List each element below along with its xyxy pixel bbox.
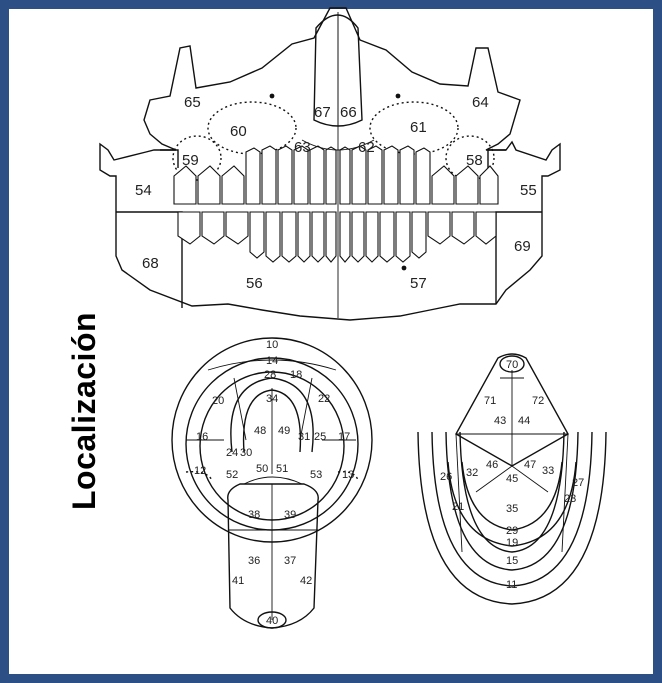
label-54: 54 — [135, 182, 152, 199]
label-48: 48 — [254, 425, 266, 437]
label-62: 62 — [358, 139, 375, 156]
label-37: 37 — [284, 555, 296, 567]
label-66: 66 — [340, 104, 357, 121]
label-17: 17 — [338, 431, 350, 443]
label-21: 21 — [452, 501, 464, 513]
label-29: 29 — [506, 525, 518, 537]
label-19: 19 — [506, 537, 518, 549]
label-38: 38 — [248, 509, 260, 521]
label-28: 28 — [264, 369, 276, 381]
label-34: 34 — [266, 393, 278, 405]
label-16: 16 — [196, 431, 208, 443]
label-18: 18 — [290, 369, 302, 381]
label-30: 30 — [240, 447, 252, 459]
tongue-outline — [228, 484, 318, 628]
label-60: 60 — [230, 123, 247, 140]
lower-jaw-diagram: 70 71 72 43 44 46 47 45 26 32 33 27 21 2… — [418, 354, 606, 604]
label-39: 39 — [284, 509, 296, 521]
label-36: 36 — [248, 555, 260, 567]
label-33: 33 — [542, 465, 554, 477]
label-72: 72 — [532, 395, 544, 407]
label-26: 26 — [440, 471, 452, 483]
label-71: 71 — [484, 395, 496, 407]
label-11: 11 — [506, 579, 517, 591]
open-mouth-diagram: 10 14 18 28 34 20 22 16 17 48 49 31 25 2… — [172, 338, 372, 628]
label-45: 45 — [506, 473, 518, 485]
label-32: 32 — [466, 467, 478, 479]
label-64: 64 — [472, 94, 489, 111]
label-52: 52 — [226, 469, 238, 481]
label-55: 55 — [520, 182, 537, 199]
label-63: 63 — [294, 139, 311, 156]
label-53: 53 — [310, 469, 322, 481]
label-12: 12 — [194, 465, 206, 477]
label-61: 61 — [410, 119, 427, 136]
label-50: 50 — [256, 463, 268, 475]
label-35: 35 — [506, 503, 518, 515]
label-57: 57 — [410, 275, 427, 292]
lower-teeth — [178, 212, 496, 262]
label-70: 70 — [506, 359, 518, 371]
label-15: 15 — [506, 555, 518, 567]
label-40: 40 — [266, 615, 278, 627]
label-25: 25 — [314, 431, 326, 443]
label-10: 10 — [266, 339, 278, 351]
label-59: 59 — [182, 152, 199, 169]
label-58: 58 — [466, 152, 483, 169]
label-27: 27 — [572, 477, 584, 489]
region-60-dotted — [208, 102, 296, 154]
label-49: 49 — [278, 425, 290, 437]
label-20: 20 — [212, 395, 224, 407]
label-13: 13 — [342, 469, 354, 481]
label-14: 14 — [266, 355, 278, 367]
label-41: 41 — [232, 575, 244, 587]
label-22: 22 — [318, 393, 330, 405]
label-44: 44 — [518, 415, 530, 427]
label-24: 24 — [226, 447, 238, 459]
label-43: 43 — [494, 415, 506, 427]
label-46: 46 — [486, 459, 498, 471]
label-67: 67 — [314, 104, 331, 121]
label-65: 65 — [184, 94, 201, 111]
label-69: 69 — [514, 238, 531, 255]
label-47: 47 — [524, 459, 536, 471]
label-42: 42 — [300, 575, 312, 587]
label-23: 23 — [564, 493, 576, 505]
label-68: 68 — [142, 255, 159, 272]
upper-teeth — [174, 146, 498, 204]
label-31: 31 — [298, 431, 310, 443]
label-56: 56 — [246, 275, 263, 292]
label-51: 51 — [276, 463, 288, 475]
